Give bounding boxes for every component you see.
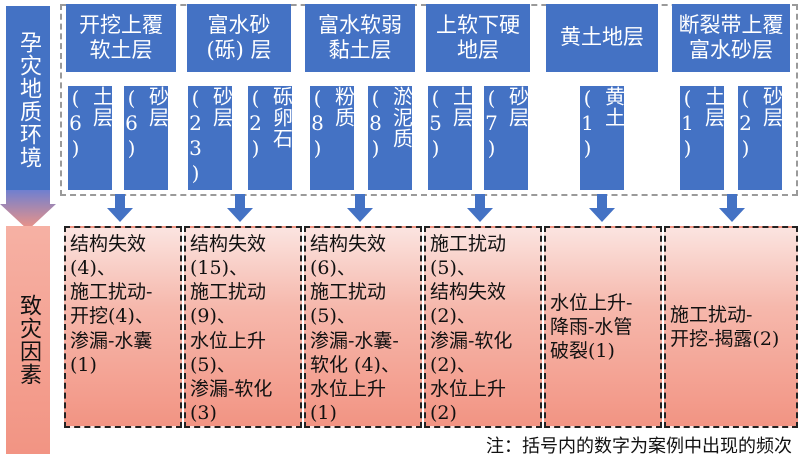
category-5: 黄土地层 <box>546 4 658 72</box>
cause-side-label: 致灾因素 <box>6 226 50 454</box>
factor-box-1: 结构失效 (4)、 施工扰动- 开挖(4)、 渗漏-水囊 (1) <box>64 226 182 428</box>
down-arrow-1 <box>106 194 134 224</box>
sub-3b: 淤泥质 (8) <box>364 86 414 190</box>
category-1-text: 开挖上覆 软土层 <box>79 12 163 62</box>
category-4-text: 上软下硬 地层 <box>436 12 520 62</box>
factor-text-2: 结构失效 (15)、 施工扰动 (9)、 水位上升 (5)、 渗漏-软化 (3) <box>190 233 273 424</box>
cause-side-label-text: 致灾因素 <box>16 294 41 386</box>
sub-1a-text: 土层 (6) <box>63 86 114 161</box>
sub-1b-text: 砂层 (6) <box>119 86 170 161</box>
sub-2a-text: 砂层 (23) <box>183 86 234 186</box>
sub-5a: 黄土 (1) <box>576 86 626 190</box>
sub-5a-text: 黄土 (1) <box>575 86 626 161</box>
category-3: 富水软弱 黏土层 <box>305 4 415 72</box>
down-arrow-2 <box>226 194 254 224</box>
sub-4b-text: 砂层 (7) <box>479 86 530 161</box>
category-6-text: 断裂带上覆 富水砂层 <box>678 12 784 62</box>
category-4: 上软下硬 地层 <box>426 4 530 72</box>
factor-text-1: 结构失效 (4)、 施工扰动- 开挖(4)、 渗漏-水囊 (1) <box>70 233 154 376</box>
sub-4a: 土层 (5) <box>424 86 474 190</box>
sub-6a: 土层 (1) <box>676 86 726 190</box>
down-arrow-4 <box>466 194 494 224</box>
sub-2b-text: 砾卵石 (2) <box>243 86 294 161</box>
factor-text-6: 施工扰动- 开挖-揭露(2) <box>670 303 780 350</box>
sub-6a-text: 土层 (1) <box>675 86 726 161</box>
sub-4b: 砂层 (7) <box>480 86 530 190</box>
sub-6b: 砂层 (2) <box>734 86 784 190</box>
side-arrow <box>0 190 56 230</box>
env-side-label-text: 孕灾地质环境 <box>16 31 41 169</box>
footnote: 注：括号内的数字为案例中出现的频次 <box>486 436 792 457</box>
factor-text-5: 水位上升- 降雨-水管 破裂(1) <box>550 291 633 363</box>
sub-2a: 砂层 (23) <box>184 86 234 190</box>
factor-text-3: 结构失效 (6)、 施工扰动 (5)、 渗漏-水囊- 软化 (4)、 水位上升 … <box>310 233 400 424</box>
sub-4a-text: 土层 (5) <box>423 86 474 161</box>
down-arrow-6 <box>718 194 746 224</box>
down-arrow-3 <box>346 194 374 224</box>
factor-box-4: 施工扰动 (5)、 结构失效 (2)、 渗漏-软化 (2)、 水位上升 (2) <box>424 226 542 428</box>
sub-3a: 粉质 (8) <box>306 86 356 190</box>
sub-6b-text: 砂层 (2) <box>733 86 784 161</box>
sub-3a-text: 粉质 (8) <box>305 86 356 161</box>
category-1: 开挖上覆 软土层 <box>66 4 176 72</box>
sub-2b: 砾卵石 (2) <box>244 86 294 190</box>
factor-box-2: 结构失效 (15)、 施工扰动 (9)、 水位上升 (5)、 渗漏-软化 (3) <box>184 226 302 428</box>
sub-1b: 砂层 (6) <box>120 86 170 190</box>
category-2: 富水砂 (砾) 层 <box>187 4 291 72</box>
factor-box-3: 结构失效 (6)、 施工扰动 (5)、 渗漏-水囊- 软化 (4)、 水位上升 … <box>304 226 422 428</box>
factor-box-5: 水位上升- 降雨-水管 破裂(1) <box>544 226 662 428</box>
down-arrow-5 <box>588 194 616 224</box>
category-2-text: 富水砂 (砾) 层 <box>206 12 272 62</box>
sub-1a: 土层 (6) <box>64 86 114 190</box>
category-3-text: 富水软弱 黏土层 <box>318 12 402 62</box>
category-5-text: 黄土地层 <box>560 25 644 50</box>
factor-text-4: 施工扰动 (5)、 结构失效 (2)、 渗漏-软化 (2)、 水位上升 (2) <box>430 233 513 424</box>
factor-box-6: 施工扰动- 开挖-揭露(2) <box>664 226 798 428</box>
env-side-label: 孕灾地质环境 <box>6 6 50 194</box>
sub-3b-text: 淤泥质 (8) <box>363 86 414 161</box>
category-6: 断裂带上覆 富水砂层 <box>672 4 790 72</box>
